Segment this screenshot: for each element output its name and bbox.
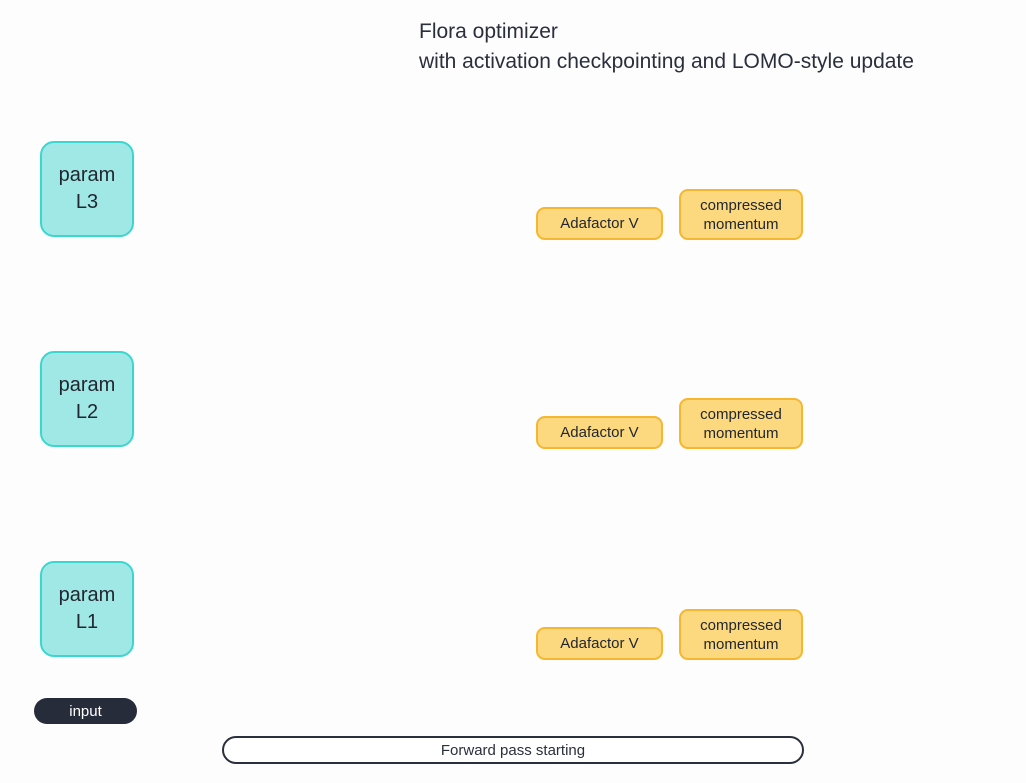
compressed-momentum-l1-label-line2: momentum bbox=[703, 635, 779, 653]
page-title: Flora optimizer with activation checkpoi… bbox=[419, 17, 914, 77]
compressed-momentum-l2-label-line2: momentum bbox=[703, 424, 779, 442]
adafactor-v-block-l1: Adafactor V bbox=[536, 627, 663, 660]
title-line-1: Flora optimizer bbox=[419, 20, 558, 43]
param-block-l1-label-line2: L1 bbox=[75, 611, 99, 633]
param-block-l2-label-line1: param bbox=[58, 374, 116, 396]
param-block-l2: param L2 bbox=[40, 351, 134, 447]
param-block-l3-label-line2: L3 bbox=[75, 191, 99, 213]
compressed-momentum-l1-label-line1: compressed bbox=[700, 616, 782, 634]
compressed-momentum-l2-label-line1: compressed bbox=[700, 405, 782, 423]
compressed-momentum-block-l3: compressed momentum bbox=[679, 189, 803, 240]
title-line-2: with activation checkpointing and LOMO-s… bbox=[419, 50, 914, 73]
input-node: input bbox=[34, 698, 137, 724]
param-block-l1-label-line1: param bbox=[58, 584, 116, 606]
param-block-l3-label-line1: param bbox=[58, 164, 116, 186]
adafactor-v-block-l2: Adafactor V bbox=[536, 416, 663, 449]
status-bar: Forward pass starting bbox=[222, 736, 804, 764]
compressed-momentum-block-l1: compressed momentum bbox=[679, 609, 803, 660]
param-block-l1: param L1 bbox=[40, 561, 134, 657]
compressed-momentum-l3-label-line1: compressed bbox=[700, 196, 782, 214]
compressed-momentum-l3-label-line2: momentum bbox=[703, 215, 779, 233]
param-block-l3: param L3 bbox=[40, 141, 134, 237]
param-block-l2-label-line2: L2 bbox=[75, 401, 99, 423]
adafactor-v-block-l3: Adafactor V bbox=[536, 207, 663, 240]
compressed-momentum-block-l2: compressed momentum bbox=[679, 398, 803, 449]
